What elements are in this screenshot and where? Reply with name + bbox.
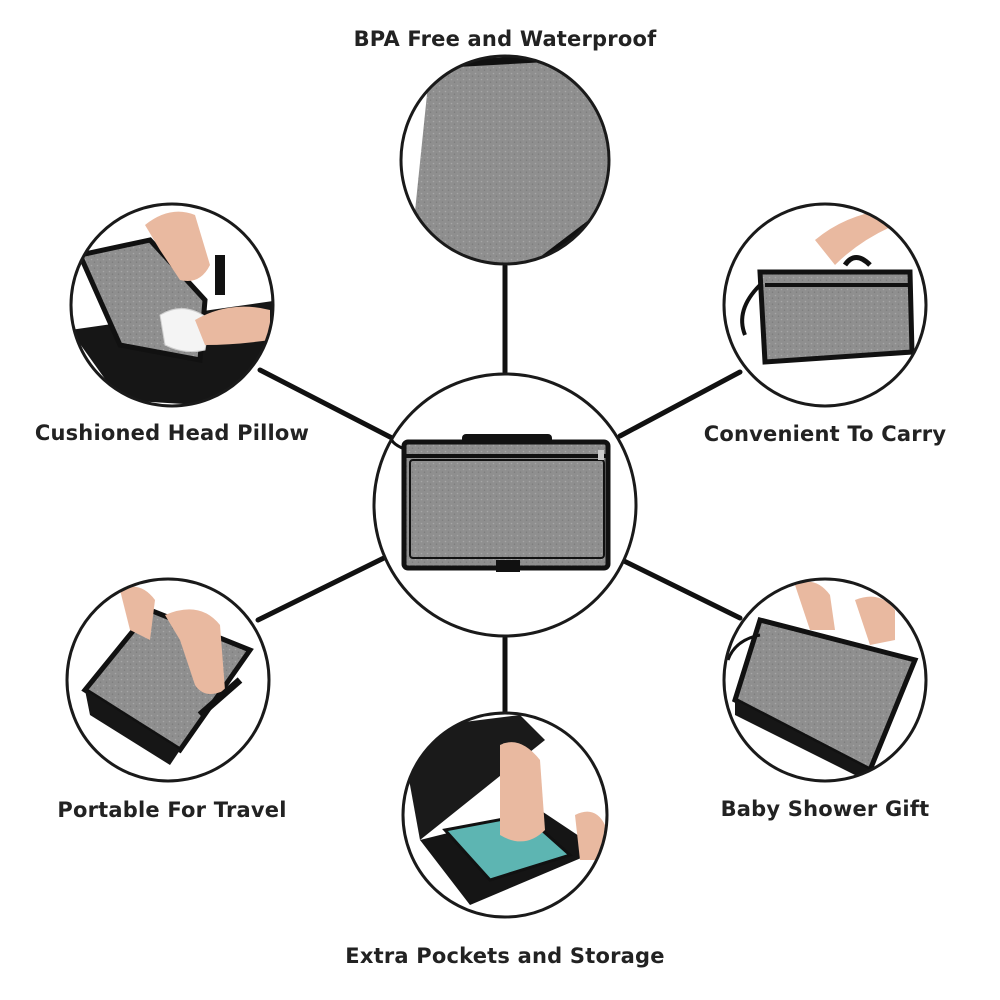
feature-photo-top [399, 54, 611, 266]
connector-lines [255, 263, 743, 715]
feature-label-lower-left: Portable For Travel [57, 798, 287, 822]
feature-label-lower-right: Baby Shower Gift [720, 797, 930, 821]
feature-photo-lower-left [65, 577, 271, 783]
feature-photo-upper-right [722, 202, 928, 408]
photo-ring-lower-left [65, 577, 271, 783]
photo-ring-lower-right [722, 577, 928, 783]
photo-ring-center [372, 372, 638, 638]
photo-ring-upper-right [722, 202, 928, 408]
photo-ring-top [399, 54, 611, 266]
feature-label-top: BPA Free and Waterproof [353, 27, 657, 51]
spoke-upper-right [617, 369, 743, 439]
feature-photo-bottom [401, 711, 609, 919]
feature-label-upper-left: Cushioned Head Pillow [34, 421, 310, 445]
center-product-photo [372, 372, 638, 638]
feature-label-upper-right: Convenient To Carry [703, 422, 947, 446]
spoke-lower-left [255, 553, 391, 623]
photo-ring-bottom [401, 711, 609, 919]
feature-photo-lower-right [722, 577, 928, 783]
photo-ring-upper-left [69, 202, 275, 408]
feature-label-bottom: Extra Pockets and Storage [345, 944, 665, 968]
spoke-upper-left [257, 367, 395, 441]
spoke-lower-right [619, 557, 743, 621]
feature-photo-upper-left [69, 202, 275, 408]
